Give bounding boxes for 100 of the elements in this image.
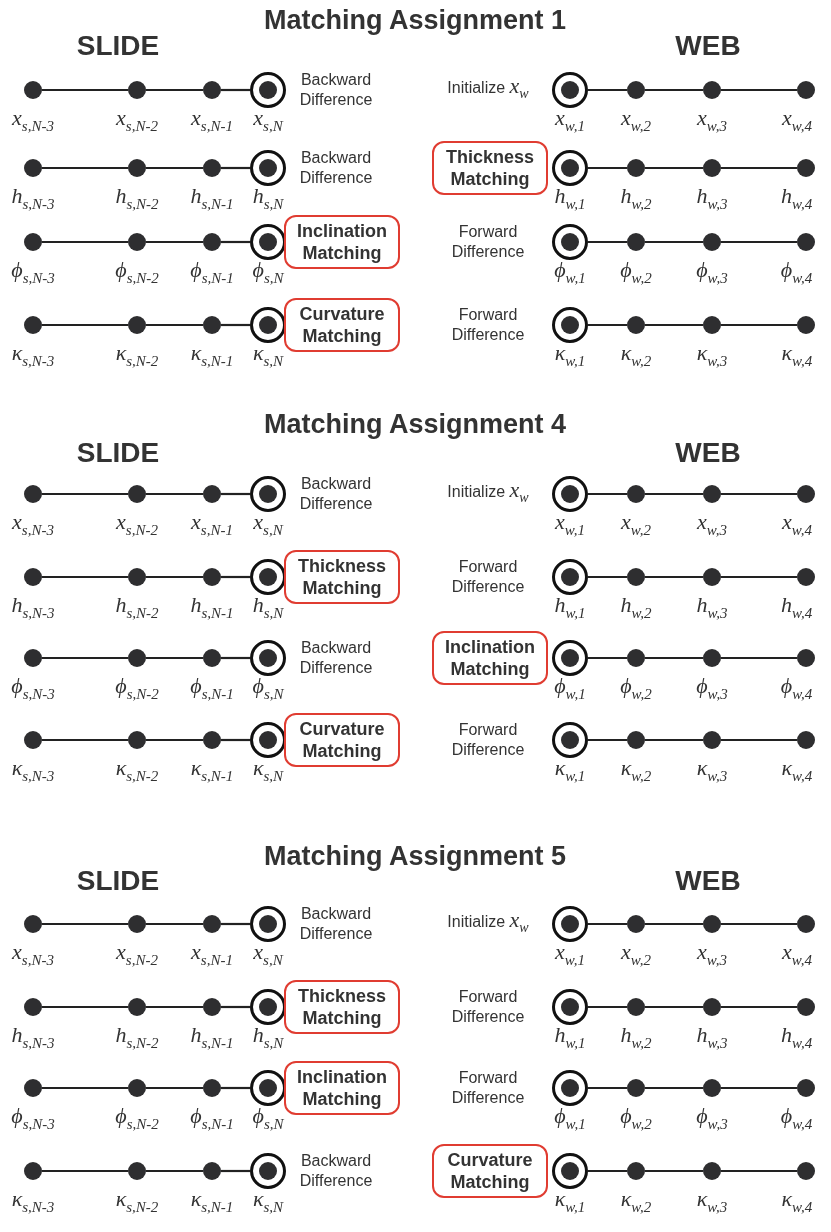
connector-line [221,922,250,926]
variable-label: κ$_{w,3}$ [696,340,728,370]
matching-box: Inclination Matching [284,215,400,269]
connector-line [645,492,703,496]
step-label: Backward Difference [298,474,374,514]
connector-line [42,1086,128,1090]
variable-label: h$_{w,1}$ [554,592,586,622]
variable-label: h$_{w,2}$ [620,1022,652,1052]
connector-line [645,1086,703,1090]
connector-line [146,492,203,496]
variable-label: x$_{s,N-3}$ [12,939,54,969]
connector-line [221,1169,250,1173]
connector-line [588,323,627,327]
connector-line [221,575,250,579]
circled-node-dot [552,307,588,343]
variable-label: h$_{s,N}$ [252,592,284,622]
node-dot [24,81,42,99]
step-label: Initialize x$_{w}$ [446,76,530,103]
variable-label: ϕ$_{s,N-2}$ [115,673,159,703]
node-dot [203,731,221,749]
connector-line [146,656,203,660]
variable-label: ϕ$_{s,N-1}$ [190,1103,234,1133]
variable-label: h$_{s,N-3}$ [11,183,55,213]
connector-line [721,166,797,170]
variable-label: h$_{s,N-3}$ [11,592,55,622]
circled-node-dot [552,150,588,186]
variable-label: κ$_{w,3}$ [696,755,728,785]
step-label: Forward Difference [450,720,526,760]
node-dot [703,1079,721,1097]
connector-line [588,492,627,496]
variable-label: x$_{s,N-3}$ [12,105,54,135]
variable-label: x$_{s,N}$ [253,939,283,969]
connector-line [42,575,128,579]
circled-node-dot [250,559,286,595]
node-dot [203,998,221,1016]
variable-label: κ$_{s,N}$ [252,755,284,785]
node-dot [24,568,42,586]
variable-label: x$_{s,N-3}$ [12,509,54,539]
node-dot [797,649,815,667]
column-heading: SLIDE [76,437,160,469]
node-dot [24,233,42,251]
node-dot [203,233,221,251]
connector-line [146,88,203,92]
connector-line [721,1169,797,1173]
connector-line [221,1086,250,1090]
connector-line [146,166,203,170]
connector-line [42,656,128,660]
circled-node-dot [552,989,588,1025]
connector-line [42,1005,128,1009]
node-dot [203,1079,221,1097]
connector-line [146,1005,203,1009]
variable-label: x$_{s,N-2}$ [116,939,158,969]
node-dot [203,485,221,503]
connector-line [645,575,703,579]
circled-node-dot [552,1070,588,1106]
connector-line [721,656,797,660]
node-dot [203,81,221,99]
variable-label: κ$_{w,4}$ [781,755,813,785]
circled-node-dot [250,476,286,512]
node-dot [703,915,721,933]
connector-line [588,88,627,92]
variable-label: h$_{s,N-2}$ [115,183,159,213]
connector-line [588,240,627,244]
matching-box: Thickness Matching [284,980,400,1034]
connector-line [721,922,797,926]
node-dot [203,316,221,334]
connector-line [146,1086,203,1090]
connector-line [721,240,797,244]
node-dot [203,1162,221,1180]
variable-label: κ$_{s,N}$ [252,1186,284,1216]
connector-line [645,323,703,327]
circled-node-dot [250,640,286,676]
matching-box: Curvature Matching [432,1144,548,1198]
node-dot [627,649,645,667]
step-label: Backward Difference [298,1151,374,1191]
variable-label: ϕ$_{s,N-2}$ [115,1103,159,1133]
variable-label: h$_{s,N}$ [252,183,284,213]
column-heading: WEB [675,30,741,62]
variable-label: ϕ$_{w,3}$ [696,1103,728,1133]
variable-label: ϕ$_{s,N-3}$ [11,1103,55,1133]
node-dot [703,731,721,749]
node-dot [128,81,146,99]
connector-line [221,166,250,170]
connector-line [42,323,128,327]
node-dot [203,915,221,933]
circled-node-dot [552,224,588,260]
node-dot [703,81,721,99]
matching-box: Inclination Matching [432,631,548,685]
node-dot [128,568,146,586]
variable-label: ϕ$_{s,N-3}$ [11,673,55,703]
circled-node-dot [552,1153,588,1189]
variable-label: ϕ$_{w,4}$ [780,673,813,703]
column-heading: WEB [675,437,741,469]
variable-label: x$_{w,1}$ [555,509,585,539]
variable-label: x$_{w,2}$ [621,939,651,969]
connector-line [42,738,128,742]
step-label: Forward Difference [450,1068,526,1108]
variable-label: h$_{w,4}$ [781,183,813,213]
node-dot [128,159,146,177]
column-heading: SLIDE [76,865,160,897]
